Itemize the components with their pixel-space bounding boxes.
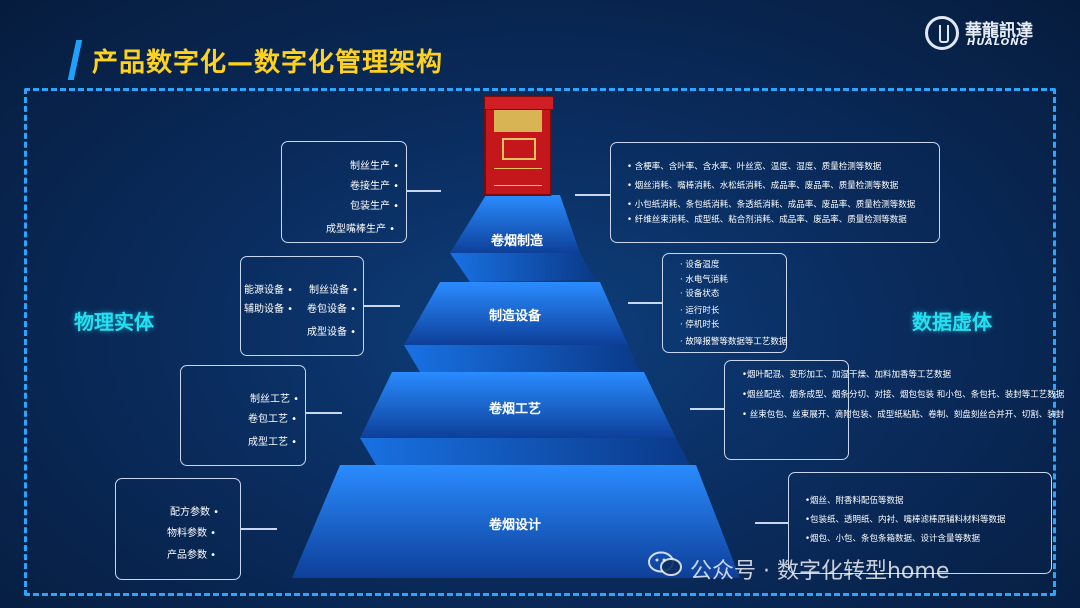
data-item: • 小包纸消耗、条包纸消耗、条透纸消耗、成品率、废品率、质量检测等数据 xyxy=(627,200,916,210)
left-box-process xyxy=(180,365,306,466)
left-item: 卷包工艺 • xyxy=(248,414,298,425)
pyramid-tier-3 xyxy=(360,372,676,438)
left-item: 产品参数 • xyxy=(167,550,217,561)
connector-line xyxy=(755,522,788,524)
right-box-process-text: •烟叶配混、变形加工、加湿干燥、加料加香等工艺数据 •烟丝配送、烟条成型、烟条分… xyxy=(742,368,1072,422)
pack-text-lines xyxy=(494,168,542,186)
left-box-design xyxy=(115,478,241,580)
data-item: • 含梗率、含叶率、含水率、叶丝宽、温度、湿度、质量检测等数据 xyxy=(627,162,882,172)
connector-line xyxy=(306,412,342,414)
connector-line xyxy=(241,528,277,530)
pack-brand-band xyxy=(494,110,542,132)
left-item: 制丝设备 • xyxy=(309,285,359,296)
left-item: 成型设备 • xyxy=(307,327,357,338)
right-box-manufacture-text: • 含梗率、含叶率、含水率、叶丝宽、温度、湿度、质量检测等数据 • 烟丝消耗、嘴… xyxy=(627,160,915,228)
right-box-design xyxy=(788,472,1052,574)
pack-emblem xyxy=(502,138,536,160)
left-item: 包装生产 • xyxy=(350,201,400,212)
data-item: · 停机时长 xyxy=(680,320,720,330)
left-item: 成型嘴棒生产 • xyxy=(326,224,396,235)
watermark-text: 公众号 · 数字化转型home xyxy=(690,559,950,584)
left-item: 能源设备 • xyxy=(244,285,294,296)
data-item: · 设备温度 xyxy=(680,260,720,270)
company-logo: 華龍訊達 HUALONG xyxy=(925,16,1065,52)
left-box-equipment xyxy=(240,256,364,356)
right-box-equipment-text: · 设备温度 · 水电气消耗 · 设备状态 · 运行时长 · 停机时长 · 故障… xyxy=(680,258,787,349)
connector-line xyxy=(364,305,400,307)
tier-label-process: 卷烟工艺 xyxy=(488,402,541,417)
data-item: •烟丝、附香料配伍等数据 xyxy=(805,496,904,506)
left-item: 卷接生产 • xyxy=(350,181,400,192)
logo-text-en: HUALONG xyxy=(967,37,1029,48)
right-box-process xyxy=(724,360,849,460)
data-item: •烟包、小包、条包条箱数据、设计含量等数据 xyxy=(805,534,981,544)
data-virtual-label: 数据虚体 xyxy=(912,310,992,334)
left-item: 辅助设备 • xyxy=(244,304,294,315)
left-item: 配方参数 • xyxy=(170,507,220,518)
cigarette-pack-image xyxy=(484,96,554,196)
left-item: 制丝生产 • xyxy=(350,161,400,172)
tier-label-design: 卷烟设计 xyxy=(488,518,541,533)
tier-label-equipment: 制造设备 xyxy=(488,309,541,324)
data-item: · 水电气消耗 xyxy=(680,274,728,285)
data-item: · 设备状态 xyxy=(680,289,720,299)
wechat-icon xyxy=(648,551,682,576)
tier-label-manufacture: 卷烟制造 xyxy=(490,234,543,249)
left-item: 制丝工艺 • xyxy=(250,394,300,405)
data-item: · 故障报警等数据等工艺数据 xyxy=(680,336,788,347)
data-item: • 丝束包包、丝束展开、滴附包装、成型纸粘贴、卷制、刻盘刻丝合并开、切割、装封 xyxy=(742,410,1065,420)
connector-line xyxy=(628,302,662,304)
left-box-manufacture xyxy=(281,141,407,243)
pyramid-ribbon-2 xyxy=(404,345,640,372)
pyramid-tier-2 xyxy=(404,282,628,345)
right-box-manufacture xyxy=(610,142,940,243)
data-item: • 纤维丝束消耗、成型纸、粘合剂消耗、成品率、废品率、质量检测等数据 xyxy=(627,215,907,225)
logo-text-cn: 華龍訊達 xyxy=(965,21,1033,41)
pyramid-tier-1 xyxy=(450,195,580,253)
right-box-equipment xyxy=(662,253,787,353)
left-item: 卷包设备 • xyxy=(307,304,357,315)
diagram-frame xyxy=(24,88,1056,596)
pyramid-ribbon-1 xyxy=(450,253,595,282)
left-item: 物料参数 • xyxy=(167,528,217,539)
pyramid-tier-4 xyxy=(292,465,740,578)
power-icon xyxy=(925,16,959,50)
connector-line xyxy=(407,190,441,192)
data-item: •烟叶配混、变形加工、加湿干燥、加料加香等工艺数据 xyxy=(742,370,952,380)
data-item: •包装纸、透明纸、内衬、嘴棒滤棒原辅料材料等数据 xyxy=(805,515,1006,525)
right-box-design-text: •烟丝、附香料配伍等数据 •包装纸、透明纸、内衬、嘴棒滤棒原辅料材料等数据 •烟… xyxy=(805,494,1045,547)
connector-line xyxy=(575,194,610,196)
left-item: 成型工艺 • xyxy=(248,437,298,448)
connector-line xyxy=(690,408,724,410)
page-title: 产品数字化—数字化管理架构 xyxy=(92,48,444,78)
data-item: • 烟丝消耗、嘴棒消耗、水松纸消耗、成品率、废品率、质量检测等数据 xyxy=(627,181,899,191)
physical-entity-label: 物理实体 xyxy=(74,310,154,334)
pyramid-ribbon-3 xyxy=(360,438,690,465)
data-item: · 运行时长 xyxy=(680,305,720,316)
data-item: •烟丝配送、烟条成型、烟条分切、对接、烟包包装 和小包、条包托、装封等工艺数据 xyxy=(742,390,1065,400)
